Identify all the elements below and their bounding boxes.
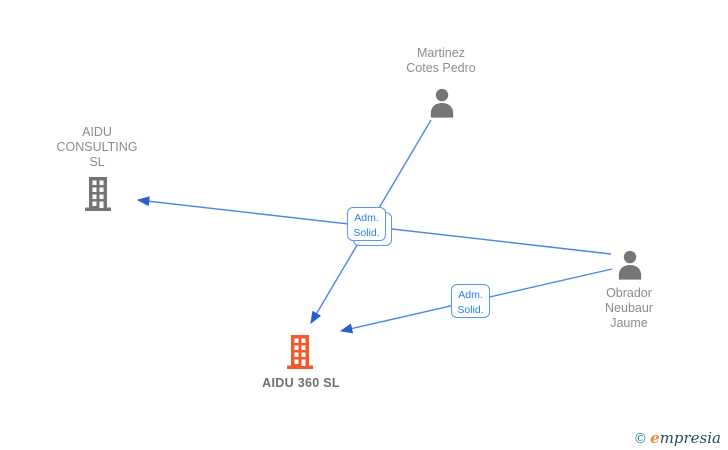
edge-label-line: Solid. — [353, 226, 380, 239]
node-aidu-360[interactable] — [286, 335, 314, 374]
copyright-symbol: © — [633, 431, 648, 447]
node-label-aidu-360[interactable]: AIDU 360 SL — [262, 376, 340, 391]
building-icon — [287, 335, 313, 369]
node-label-line: SL — [89, 155, 105, 169]
node-label-line: Neubaur — [605, 301, 653, 315]
edge-label-obrador-aidu-consulting[interactable]: Adm. Solid. — [347, 207, 386, 241]
node-obrador[interactable] — [614, 249, 646, 287]
edge-label-line: Adm. — [354, 212, 379, 224]
node-label-obrador[interactable]: Obrador Neubaur Jaume — [605, 286, 653, 331]
node-label-martinez[interactable]: Martinez Cotes Pedro — [406, 46, 475, 76]
node-aidu-consulting[interactable] — [84, 177, 112, 216]
node-label-line: AIDU — [82, 125, 112, 139]
node-label-line: Cotes Pedro — [406, 61, 476, 75]
brand-initial: e — [650, 429, 660, 447]
node-label-line: CONSULTING — [56, 140, 138, 154]
edge-label-obrador-aidu360[interactable]: Adm. Solid. — [451, 284, 490, 318]
node-label-aidu-consulting[interactable]: AIDU CONSULTING SL — [56, 125, 137, 170]
person-icon — [618, 250, 642, 280]
building-icon — [85, 177, 111, 211]
node-label-line: Jaume — [610, 316, 648, 330]
node-label-line: Martinez — [417, 46, 465, 60]
brand-name: mpresia — [659, 429, 721, 447]
edge-label-line: Solid. — [457, 303, 484, 316]
person-icon — [430, 88, 454, 118]
node-martinez[interactable] — [426, 87, 458, 125]
empresia-logo: ©empresia — [634, 429, 721, 447]
node-label-line: AIDU 360 SL — [262, 376, 340, 390]
edge-label-line: Adm. — [458, 289, 483, 301]
node-label-line: Obrador — [606, 286, 652, 300]
